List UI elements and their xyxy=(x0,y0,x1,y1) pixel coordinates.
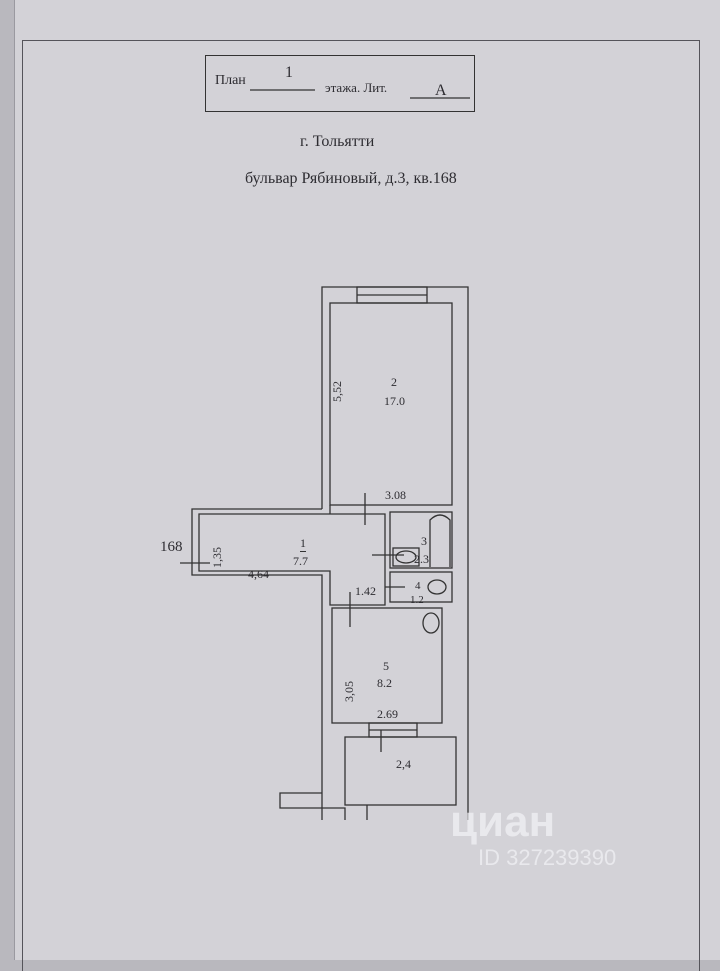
dim-kitchen-width: 2.69 xyxy=(377,707,398,721)
room-number: 4 xyxy=(415,580,421,592)
dim-kitchen-length: 3,05 xyxy=(342,681,356,702)
dim-room2-length: 5,52 xyxy=(330,381,344,402)
liter: А xyxy=(435,82,447,99)
room-area: 1.2 xyxy=(410,594,424,606)
address: бульвар Рябиновый, д.3, кв.168 xyxy=(245,170,457,187)
dim-hall-length: 4,64 xyxy=(248,567,269,581)
document-page xyxy=(14,0,720,960)
room-number: 5 xyxy=(383,659,389,673)
floor-number: 1 xyxy=(285,64,293,81)
watermark-id: ID 327239390 xyxy=(478,845,617,870)
floor-suffix: этажа. Лит. xyxy=(325,80,388,95)
room-area: 7.7 xyxy=(293,554,308,568)
dim-balcony: 2,4 xyxy=(396,757,411,771)
room-area: 8.2 xyxy=(377,676,392,690)
dim-room2-width: 3.08 xyxy=(385,488,406,502)
watermark-brand: циан xyxy=(450,797,556,846)
page-frame xyxy=(22,40,700,971)
plan-header-box xyxy=(205,55,475,112)
dim-hall-width: 1,35 xyxy=(210,547,224,568)
room-number: 3 xyxy=(421,534,427,548)
room-area: 2.3 xyxy=(414,552,429,566)
room-number: 2 xyxy=(391,375,397,389)
room-number: 1 xyxy=(300,536,306,552)
room-area: 17.0 xyxy=(384,394,405,408)
dim-hall-passage: 1.42 xyxy=(355,584,376,598)
apartment-number: 168 xyxy=(160,539,183,555)
city: г. Тольятти xyxy=(300,133,375,150)
plan-label: План xyxy=(215,73,246,88)
